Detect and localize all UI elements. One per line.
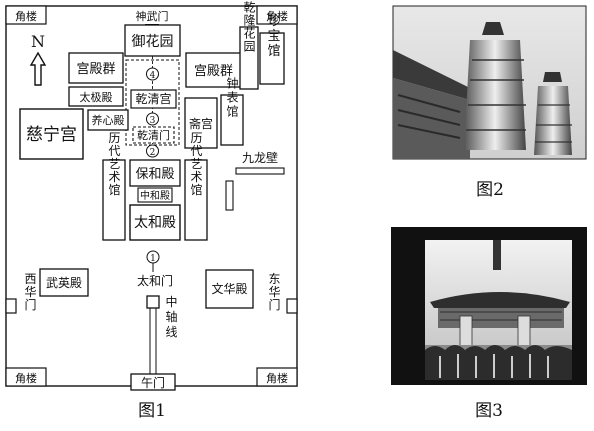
yangxin-hall bbox=[87, 109, 129, 131]
imperial-garden bbox=[124, 24, 181, 57]
fig3-crowd bbox=[425, 345, 572, 380]
marker-1-text: 1 bbox=[150, 254, 156, 264]
taihe-hall-label: 太和殿 bbox=[134, 215, 176, 231]
fig3-crowd-figures bbox=[439, 354, 549, 378]
fig3-palace-body bbox=[438, 308, 564, 328]
shenwu-gate-label: 神武门 bbox=[136, 9, 169, 23]
art-gallery-east-label: 历代艺术馆 bbox=[189, 132, 203, 197]
qianlong-garden-label: 乾隆花园 bbox=[242, 1, 256, 53]
nine-dragon-wall-label: 九龙壁 bbox=[242, 150, 278, 165]
corner-tower-se bbox=[256, 367, 298, 387]
fig3-banner-1 bbox=[459, 315, 473, 351]
qianqing-gate bbox=[132, 126, 175, 144]
art-gallery-west bbox=[102, 159, 126, 241]
marker-2 bbox=[146, 144, 159, 158]
fig2-beams bbox=[397, 94, 461, 139]
fig3-palace-roof bbox=[430, 292, 570, 308]
baohe-hall-label: 保和殿 bbox=[135, 167, 174, 182]
qianqing-palace-label: 乾清宫 bbox=[135, 91, 171, 106]
xihua-gate bbox=[5, 298, 17, 314]
fig3-photo bbox=[391, 227, 587, 385]
zhai-palace-label: 斋宫 bbox=[189, 116, 213, 131]
clock-gallery-label: 钟表馆 bbox=[225, 76, 239, 119]
fig3-caption: 图3 bbox=[475, 401, 503, 421]
marker-4-text: 4 bbox=[150, 71, 156, 81]
treasure-gallery bbox=[259, 32, 285, 85]
fig2-banner-small bbox=[534, 86, 572, 155]
zhai-palace bbox=[184, 97, 218, 149]
wenhua-hall-label: 文华殿 bbox=[211, 281, 247, 296]
marker-4 bbox=[146, 67, 159, 81]
fig2-banner-stripes bbox=[466, 59, 526, 131]
art-gallery-east bbox=[184, 159, 208, 241]
fig2-banner-large bbox=[464, 40, 526, 150]
clock-gallery bbox=[220, 94, 244, 146]
zhonghe-hall bbox=[137, 187, 173, 203]
fig2-photo bbox=[392, 5, 587, 160]
corner-tower-sw bbox=[5, 367, 47, 387]
marker-3 bbox=[146, 112, 159, 126]
taihe-hall bbox=[129, 204, 181, 241]
marker-3-text: 3 bbox=[150, 116, 156, 126]
wenhua-hall bbox=[205, 269, 254, 309]
palace-group-west-label: 宫殿群 bbox=[76, 62, 115, 77]
corner-tower-nw-label: 角楼 bbox=[15, 9, 37, 23]
fig3-banner-2 bbox=[517, 315, 531, 351]
cining-palace bbox=[19, 108, 84, 160]
fig2-banner-small-stripes bbox=[535, 104, 572, 143]
fig2-finial-small-top bbox=[543, 72, 562, 82]
wuying-hall bbox=[39, 268, 89, 297]
donghua-gate bbox=[286, 298, 298, 314]
corner-tower-sw-label: 角楼 bbox=[15, 371, 37, 385]
nine-dragon-wall bbox=[235, 167, 285, 175]
qianqing-gate-label: 乾清门 bbox=[137, 128, 170, 142]
central-axis-label: 中轴线 bbox=[164, 294, 178, 340]
art-gallery-west-label: 历代艺术馆 bbox=[107, 132, 121, 197]
forbidden-city-plan: 角楼 角楼 角楼 角楼 N 神武门 御花园 宫殿群 宫殿群 乾隆花园 珍宝馆 太… bbox=[5, 1, 298, 391]
yangxin-hall-label: 养心殿 bbox=[92, 113, 125, 127]
palace-group-west bbox=[68, 52, 124, 84]
north-label: N bbox=[31, 32, 45, 51]
palace-group-east bbox=[185, 52, 242, 88]
side-wall-east bbox=[225, 180, 234, 211]
fig2-roof-eave bbox=[393, 50, 470, 100]
corner-tower-nw bbox=[5, 5, 47, 25]
corner-tower-ne-label: 角楼 bbox=[266, 9, 288, 23]
wuying-hall-label: 武英殿 bbox=[46, 276, 82, 290]
inner-court-dashed bbox=[125, 59, 180, 146]
donghua-gate-label: 东华门 bbox=[267, 272, 281, 311]
xihua-gate-label: 西华门 bbox=[23, 273, 37, 312]
qianqing-palace bbox=[130, 89, 177, 109]
fig1-caption: 图1 bbox=[138, 401, 166, 421]
taiji-hall-label: 太极殿 bbox=[80, 90, 113, 104]
imperial-garden-label: 御花园 bbox=[132, 34, 174, 50]
north-arrow-icon bbox=[29, 51, 47, 86]
treasure-gallery-label: 珍宝馆 bbox=[265, 14, 281, 59]
taiji-hall bbox=[68, 86, 124, 107]
fig2-caption: 图2 bbox=[476, 180, 504, 200]
meridian-gate bbox=[130, 373, 176, 391]
marker-2-text: 2 bbox=[150, 148, 156, 158]
corner-tower-se-label: 角楼 bbox=[266, 371, 288, 385]
fig2-finial-top bbox=[482, 22, 504, 35]
corner-tower-ne bbox=[256, 5, 298, 25]
zhonghe-hall-label: 中和殿 bbox=[140, 189, 170, 202]
cining-palace-label: 慈宁宫 bbox=[26, 125, 77, 145]
taihe-gate bbox=[146, 295, 160, 309]
taihe-gate-label: 太和门 bbox=[137, 273, 173, 288]
palace-group-east-label: 宫殿群 bbox=[194, 64, 233, 79]
qianlong-garden bbox=[239, 26, 259, 90]
baohe-hall bbox=[129, 159, 181, 187]
fig3-lantern bbox=[493, 240, 501, 270]
meridian-gate-label: 午门 bbox=[141, 375, 165, 390]
